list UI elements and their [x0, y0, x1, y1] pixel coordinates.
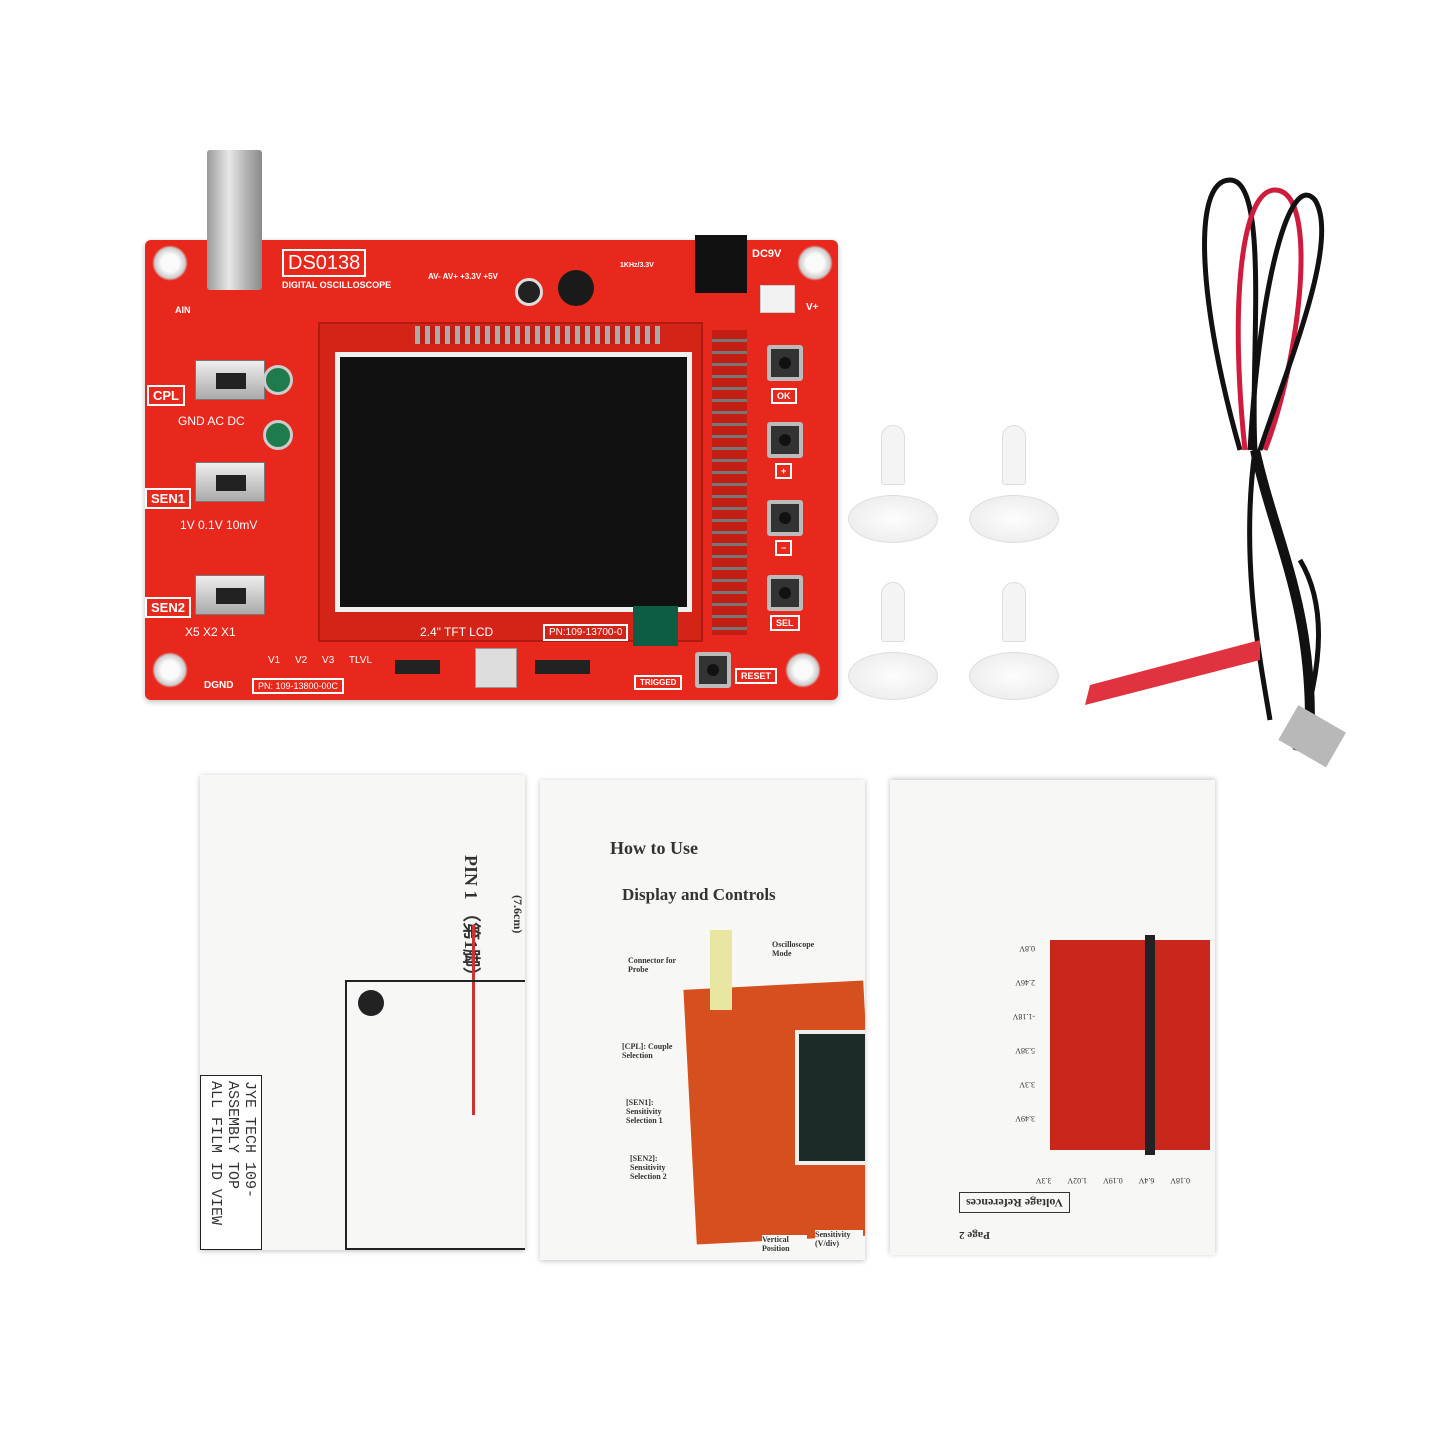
- sen1-label: SEN1: [145, 488, 191, 509]
- film-mark: [358, 990, 384, 1016]
- assembly-film-sheet: PIN 1 （第1脚） (7.6cm) JYE TECH 109- ASSEMB…: [200, 775, 525, 1250]
- power-connector: [760, 285, 795, 313]
- manual-title: Display and Controls: [622, 885, 776, 904]
- voltage-value: 1.02V: [1067, 1176, 1088, 1185]
- voltage-value: 3.3V: [1019, 1080, 1035, 1089]
- callout: Oscilloscope Mode: [772, 940, 815, 958]
- jumper-header: [535, 660, 590, 674]
- dc-jack: [695, 235, 747, 293]
- probe-cable: [1085, 177, 1346, 768]
- minus-label: −: [775, 540, 793, 556]
- callout: [SEN2]: Sensitivity Selection 2: [630, 1154, 667, 1181]
- power-points-label: AV- AV+ +3.3V +5V: [428, 272, 498, 281]
- voltage-value: 5.38V: [1015, 1046, 1035, 1055]
- sel-label: SEL: [770, 615, 800, 631]
- trigged-label: TRIGGED: [634, 675, 683, 690]
- plus-button[interactable]: [767, 422, 803, 458]
- mounting-hole: [152, 652, 188, 688]
- flex-cable: [633, 606, 678, 646]
- ok-button[interactable]: [767, 345, 803, 381]
- board-logo: DS0138: [282, 249, 367, 277]
- mounting-hole: [152, 245, 188, 281]
- trimmer-potentiometer[interactable]: [263, 420, 293, 450]
- lcd-part-number: PN:109-13700-0: [543, 624, 629, 641]
- manual-board-photo: [1050, 940, 1210, 1150]
- callout: [CPL]: Couple Selection: [622, 1042, 673, 1060]
- sen1-options: 1V 0.1V 10mV: [180, 518, 258, 532]
- voltage-value: 0.18V: [1170, 1176, 1190, 1185]
- side-pin-header: [712, 330, 747, 635]
- film-id-box: JYE TECH 109- ASSEMBLY TOP ALL FILM ID V…: [200, 1075, 262, 1250]
- cpl-switch[interactable]: [195, 360, 265, 400]
- callout: Connector for Probe: [628, 956, 676, 974]
- callout: Sensitivity (V/div): [815, 1230, 863, 1248]
- page-number: Page 2: [959, 1229, 990, 1241]
- mounting-hole: [797, 245, 833, 281]
- plus-label: +: [775, 463, 793, 479]
- board-part-number: PN: 109-13800-00C: [252, 678, 345, 694]
- reset-label: RESET: [735, 668, 778, 684]
- cpl-options: GND AC DC: [178, 414, 245, 428]
- sen2-switch[interactable]: [195, 575, 265, 615]
- freq-label: 1KHz/3.3V: [620, 262, 654, 269]
- film-line: ALL FILM ID VIEW: [207, 1081, 224, 1226]
- bnc-plug: [1278, 705, 1346, 768]
- cpl-label: CPL: [147, 385, 185, 406]
- dimension-label: (7.6cm): [511, 895, 525, 934]
- voltage-value: 2.46V: [1015, 978, 1035, 987]
- lcd-screen: [335, 352, 692, 612]
- sen1-switch[interactable]: [195, 462, 265, 502]
- plastic-standoff: [843, 582, 943, 702]
- manual-header-photo: [1145, 935, 1155, 1155]
- jumper-header: [395, 660, 440, 674]
- manual-screen-photo: [795, 1030, 865, 1165]
- minus-button[interactable]: [767, 500, 803, 536]
- voltage-value: 3.49V: [1015, 1114, 1035, 1123]
- alligator-clip: [1085, 640, 1260, 705]
- trimmer-potentiometer[interactable]: [263, 365, 293, 395]
- film-line: ASSEMBLY TOP: [224, 1081, 241, 1190]
- voltage-value: -1.18V: [1012, 1012, 1035, 1021]
- bnc-connector: [207, 150, 262, 290]
- ok-label: OK: [771, 388, 797, 404]
- plastic-standoff: [964, 425, 1064, 545]
- voltage-value: 3.3V: [1035, 1176, 1052, 1185]
- inductor: [558, 270, 594, 306]
- voltage-value: 6.4V: [1138, 1176, 1155, 1185]
- manual-heading: How to Use: [610, 838, 698, 858]
- film-line: JYE TECH 109-: [241, 1081, 258, 1199]
- voltage-references-title: Voltage References: [959, 1192, 1070, 1213]
- pin-header: [415, 326, 660, 344]
- manual-bnc-photo: [710, 930, 732, 1010]
- sel-button[interactable]: [767, 575, 803, 611]
- capacitor: [515, 278, 543, 306]
- mounting-hole: [785, 652, 821, 688]
- board-subtitle: DIGITAL OSCILLOSCOPE: [282, 280, 392, 290]
- vplus-label: V+: [806, 302, 819, 313]
- voltage-reference-manual: Page 2 Voltage References 0.18V 6.4V 0.1…: [890, 780, 1215, 1255]
- dgnd-label: DGND: [204, 680, 234, 691]
- callout: [SEN1]: Sensitivity Selection 1: [626, 1098, 663, 1125]
- sen2-options: X5 X2 X1: [185, 625, 236, 639]
- voltage-value: 0.19V: [1103, 1176, 1123, 1185]
- voltage-value: 0.8V: [1019, 944, 1035, 953]
- ain-label: AIN: [175, 305, 191, 315]
- plastic-standoff: [964, 582, 1064, 702]
- pcb-outline: [345, 980, 525, 1250]
- pin1-arrow: [472, 925, 475, 1115]
- tft-label: 2.4" TFT LCD: [420, 625, 494, 639]
- test-points-label: V1 V2 V3 TLVL: [268, 655, 373, 666]
- dc9v-label: DC9V: [752, 248, 782, 260]
- reset-button[interactable]: [695, 652, 731, 688]
- usb-port: [475, 648, 517, 688]
- plastic-standoff: [843, 425, 943, 545]
- sen2-label: SEN2: [145, 597, 191, 618]
- how-to-use-manual: How to Use Display and Controls Connecto…: [540, 780, 865, 1260]
- callout: Vertical Position: [762, 1235, 807, 1253]
